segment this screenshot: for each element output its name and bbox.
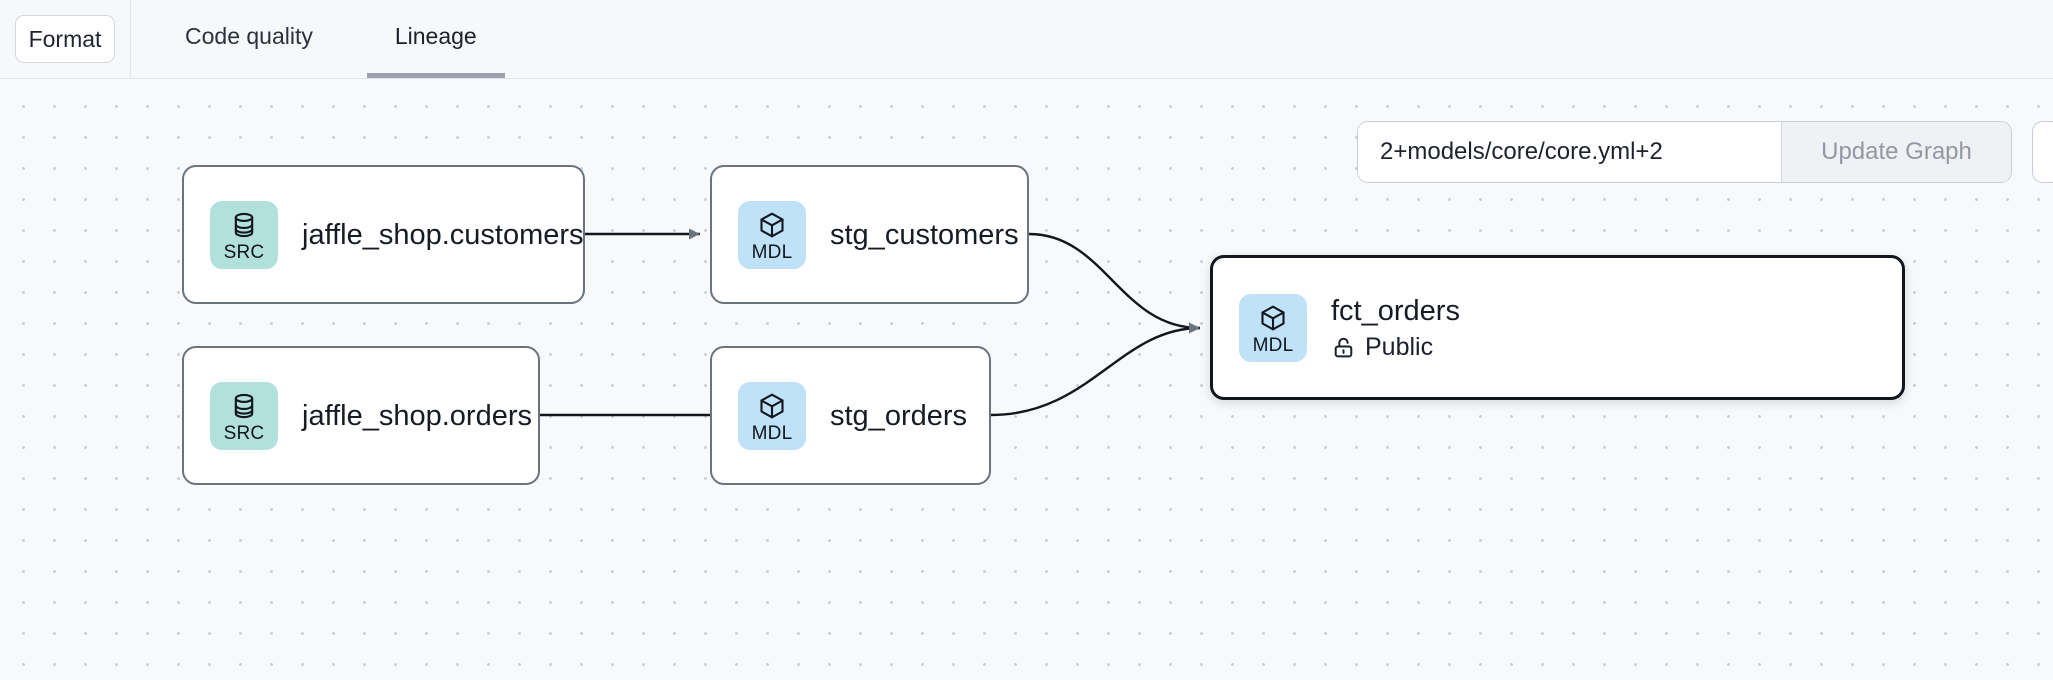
node-badge-src: SRC — [210, 381, 278, 450]
node-body: fct_orders Public — [1331, 294, 1460, 361]
editor-tabs: Code quality Lineage — [131, 0, 505, 78]
arrowhead-fct-orders — [1189, 322, 1200, 334]
update-graph-button[interactable]: Update Graph — [1781, 122, 2011, 182]
node-body: jaffle_shop.orders — [302, 399, 532, 433]
node-title: jaffle_shop.customers — [302, 218, 584, 251]
edge-stg-orders-to-fct-orders — [990, 326, 1201, 417]
tab-code-quality-label: Code quality — [185, 23, 313, 49]
cube-icon — [760, 212, 784, 238]
node-badge-src-label: SRC — [223, 423, 265, 444]
node-badge-mdl-label: MDL — [751, 423, 793, 444]
node-visibility: Public — [1331, 333, 1460, 361]
graph-node-src-orders[interactable]: SRC jaffle_shop.orders — [182, 346, 540, 485]
arrowhead-stg-customers — [689, 228, 700, 240]
format-button[interactable]: Format — [15, 15, 115, 63]
header-format-section: Format — [0, 0, 131, 78]
node-badge-mdl: MDL — [1239, 293, 1307, 362]
node-badge-mdl-label: MDL — [751, 242, 793, 263]
node-badge-mdl: MDL — [738, 200, 806, 269]
unlock-icon — [1334, 337, 1353, 357]
node-badge-src-label: SRC — [223, 242, 265, 263]
database-icon — [234, 393, 254, 419]
graph-node-src-customers[interactable]: SRC jaffle_shop.customers — [182, 165, 585, 304]
node-title: stg_customers — [830, 218, 1019, 251]
node-title: fct_orders — [1331, 295, 1460, 327]
node-body: jaffle_shop.customers — [302, 218, 584, 252]
database-icon — [234, 212, 254, 238]
edge-stg-customers-to-fct-orders — [1028, 232, 1201, 330]
node-body: stg_customers — [830, 218, 1019, 252]
node-body: stg_orders — [830, 399, 967, 433]
tab-lineage[interactable]: Lineage — [366, 0, 505, 78]
side-panel-edge[interactable] — [2032, 121, 2053, 183]
graph-node-stg-orders[interactable]: MDL stg_orders — [710, 346, 991, 485]
graph-selector-input[interactable] — [1358, 122, 1781, 182]
graph-node-stg-customers[interactable]: MDL stg_customers — [710, 165, 1029, 304]
node-badge-src: SRC — [210, 200, 278, 269]
node-badge-mdl: MDL — [738, 381, 806, 450]
node-visibility-label: Public — [1365, 333, 1434, 361]
tab-code-quality[interactable]: Code quality — [157, 0, 341, 78]
graph-toolbar: Update Graph — [1357, 121, 2012, 183]
node-title: jaffle_shop.orders — [302, 399, 533, 432]
editor-header: Format Code quality Lineage — [0, 0, 2053, 79]
graph-node-fct-orders[interactable]: MDL fct_orders Public — [1210, 255, 1905, 400]
node-badge-mdl-label: MDL — [1252, 335, 1294, 356]
node-title: stg_orders — [830, 399, 968, 432]
cube-icon — [1261, 305, 1285, 331]
tab-lineage-label: Lineage — [394, 23, 477, 49]
lineage-canvas[interactable]: SRC jaffle_shop.customers MDL stg_custom… — [0, 79, 2053, 680]
cube-icon — [760, 393, 784, 419]
